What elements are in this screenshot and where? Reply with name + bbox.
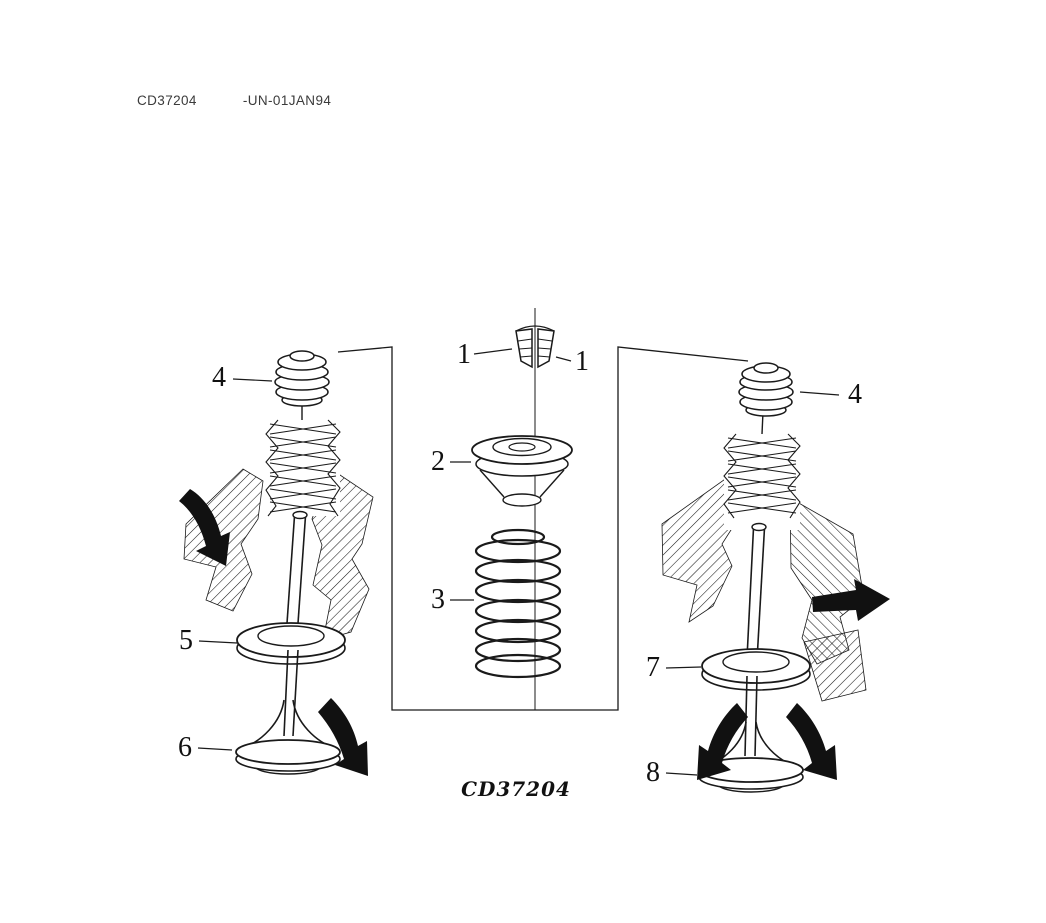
right-valve-stem xyxy=(745,411,767,758)
connector-lines xyxy=(337,308,749,711)
left-valve-head xyxy=(235,649,341,775)
left-installed-spring xyxy=(265,419,341,517)
right-valve-stem-seal xyxy=(738,362,794,417)
callout-2: 2 xyxy=(431,446,445,477)
left-valve-stem-seal xyxy=(274,350,330,407)
arrow-right xyxy=(812,579,890,621)
callout-1-right: 1 xyxy=(575,346,589,377)
valve-spring xyxy=(474,528,562,679)
callout-7: 7 xyxy=(646,652,660,683)
left-valve-assembly xyxy=(179,350,374,776)
right-rotation-arrows xyxy=(697,579,890,780)
callout-4-right: 4 xyxy=(848,379,862,410)
right-valve-assembly xyxy=(661,362,890,793)
revision-code: -UN-01JAN94 xyxy=(242,93,332,108)
callout-1-left: 1 xyxy=(457,339,471,370)
callout-6: 6 xyxy=(178,732,192,763)
callout-4-left: 4 xyxy=(212,362,226,393)
callout-5: 5 xyxy=(179,625,193,656)
spring-retainer xyxy=(471,435,573,507)
right-installed-spring xyxy=(723,433,801,530)
callout-3: 3 xyxy=(431,584,445,615)
left-rotation-arrows xyxy=(179,489,368,776)
arrow-down-right-bottom xyxy=(786,703,837,780)
document-id: CD37204 xyxy=(137,93,197,108)
center-exploded-stack xyxy=(471,325,573,679)
right-valve-head xyxy=(698,675,804,793)
figure-caption: CD37204 xyxy=(461,777,571,801)
callout-8: 8 xyxy=(646,757,660,788)
arrow-down-left-top xyxy=(179,489,230,566)
header: CD37204 -UN-01JAN94 xyxy=(137,93,331,108)
right-cutaway-hatching xyxy=(661,476,867,702)
leader-lines xyxy=(197,348,840,776)
valve-keepers xyxy=(515,325,555,369)
arrow-down-left-bottom xyxy=(697,703,748,780)
arrow-down-right-bottom xyxy=(318,698,368,776)
right-spring-seat xyxy=(701,648,811,691)
left-spring-seat xyxy=(236,622,346,665)
